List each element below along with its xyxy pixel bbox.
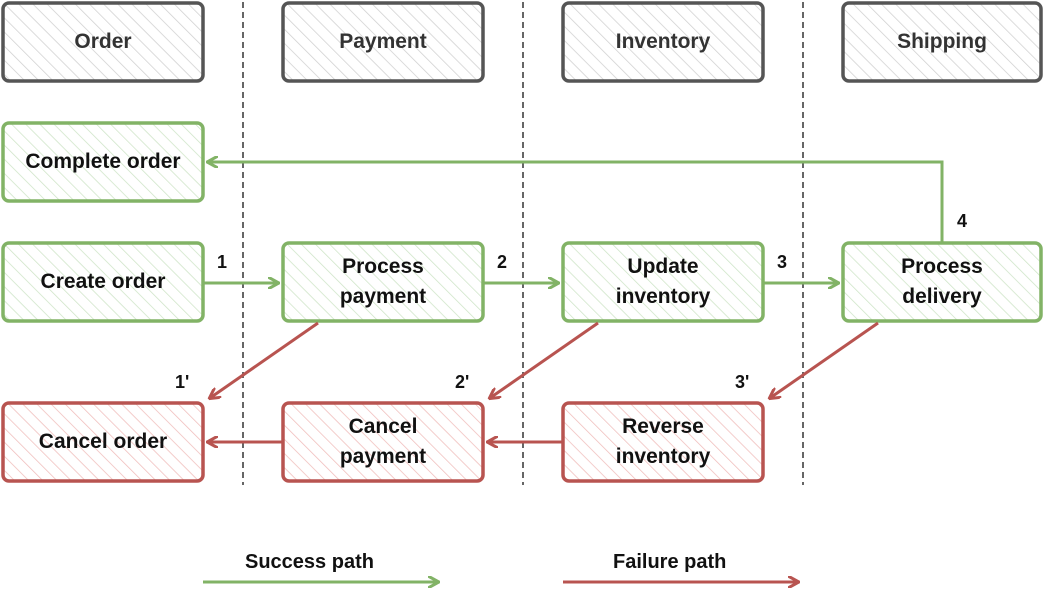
lane-header-payment bbox=[281, 1, 485, 83]
step-box-process-payment bbox=[281, 241, 485, 323]
step-box-complete-order bbox=[1, 121, 205, 203]
step-box-create-order bbox=[1, 241, 205, 323]
lane-header-inventory bbox=[561, 1, 765, 83]
step-number-3: 3 bbox=[777, 252, 788, 272]
step-box-cancel-payment bbox=[281, 401, 485, 483]
step-number-1-prime: 1' bbox=[175, 372, 190, 392]
step-number-1: 1 bbox=[217, 252, 228, 272]
lane-header-order bbox=[1, 1, 205, 83]
step-box-process-delivery bbox=[841, 241, 1043, 323]
success-arrow-4 bbox=[208, 162, 944, 243]
step-number-3-prime: 3' bbox=[735, 372, 750, 392]
step-box-cancel-order bbox=[1, 401, 205, 483]
failure-arrow-1 bbox=[210, 321, 319, 398]
failure-arrow-2 bbox=[490, 321, 599, 398]
step-box-update-inventory bbox=[561, 241, 765, 323]
failure-arrow-3 bbox=[770, 321, 879, 398]
step-box-reverse-inventory bbox=[561, 401, 765, 483]
step-number-2: 2 bbox=[497, 252, 508, 272]
step-number-2-prime: 2' bbox=[455, 372, 470, 392]
legend-success-label: Success path bbox=[245, 551, 374, 573]
legend-failure-label: Failure path bbox=[613, 551, 727, 573]
lane-header-shipping bbox=[841, 1, 1043, 83]
step-number-4: 4 bbox=[957, 211, 968, 231]
